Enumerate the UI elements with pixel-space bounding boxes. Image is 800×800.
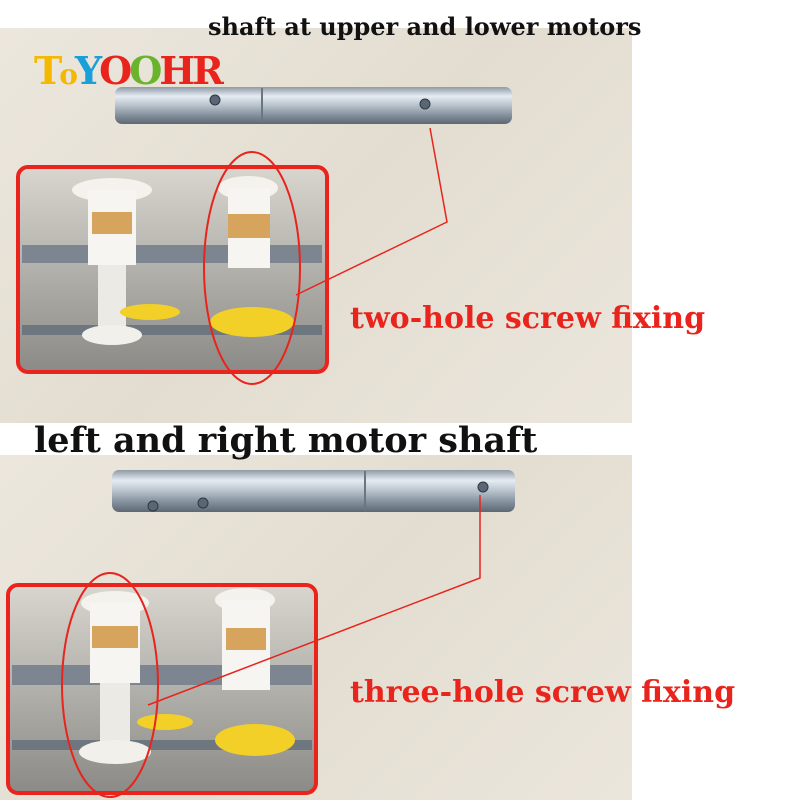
logo-letter: O — [99, 48, 132, 93]
logo-letter: H — [159, 48, 195, 93]
top-inset-photo — [16, 151, 329, 385]
top-pointer-line — [295, 127, 448, 296]
brand-logo: ToYOOHR — [34, 48, 224, 93]
bottom-fixing-label: three-hole screw fixing — [350, 675, 736, 710]
logo-letter: O — [129, 48, 162, 93]
middle-caption: left and right motor shaft — [34, 420, 538, 461]
bottom-inset-photo — [6, 572, 318, 798]
logo-letter: T — [34, 48, 62, 93]
lower-shaft — [112, 470, 515, 512]
top-fixing-label: two-hole screw fixing — [350, 301, 706, 336]
logo-letter: Y — [74, 48, 102, 93]
upper-shaft — [115, 87, 512, 124]
top-caption: shaft at upper and lower motors — [208, 12, 642, 41]
logo-letter: o — [59, 58, 78, 91]
bottom-pointer-line — [147, 495, 481, 706]
logo-letter: R — [192, 48, 224, 93]
